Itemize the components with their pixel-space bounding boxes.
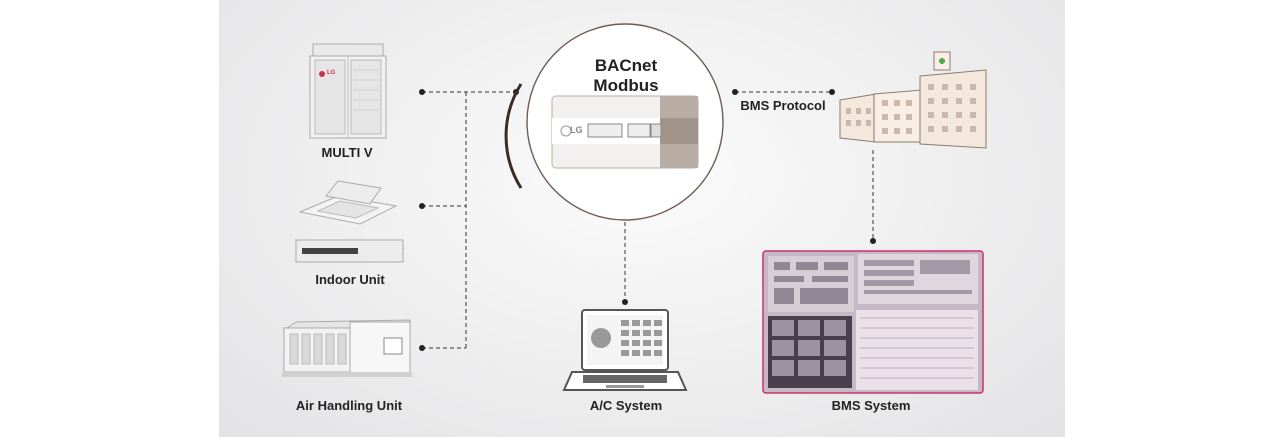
indoor-unit-label: Indoor Unit	[315, 272, 385, 287]
connector-lines	[422, 91, 874, 349]
bms-protocol-label: BMS Protocol	[740, 98, 826, 113]
ducted-indoor-unit	[294, 239, 405, 263]
bms-system-label: BMS System	[831, 398, 911, 413]
ahu-unit	[282, 319, 412, 377]
gateway-brand: LG	[570, 125, 583, 135]
multiv-brand: LG	[327, 70, 336, 76]
multi-v-unit	[309, 43, 387, 139]
protocol-bacnet: BACnet	[594, 56, 658, 75]
laptop	[562, 309, 688, 391]
ahu-label: Air Handling Unit	[295, 398, 403, 413]
multiv-label: MULTI V	[321, 145, 373, 160]
ac-system-label: A/C System	[589, 398, 663, 413]
hospital-buildings	[839, 51, 987, 149]
ceiling-cassette-unit	[298, 180, 398, 225]
protocol-modbus: Modbus	[593, 76, 659, 95]
gateway-device	[551, 95, 699, 169]
bms-screens-photo	[762, 250, 984, 394]
protocol-title: BACnet Modbus	[593, 56, 658, 96]
